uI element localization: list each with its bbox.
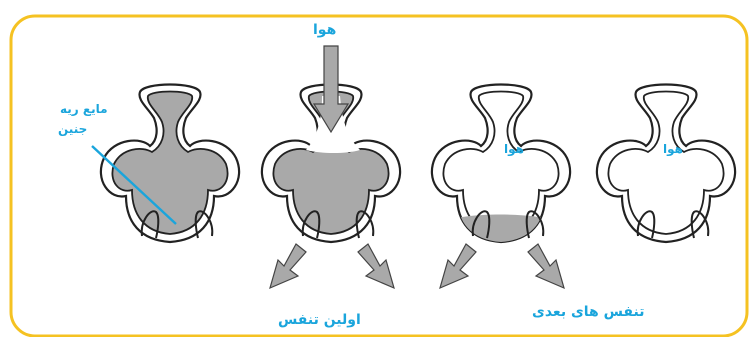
lung-full-air (597, 85, 735, 243)
first-breath-label: اولین تنفس (278, 312, 361, 328)
lung-partial-fluid (432, 85, 570, 261)
air-label-third: هوا (504, 142, 524, 156)
next-breaths-label: تنفس های بعدی (532, 304, 644, 320)
air-label-fourth: هوا (663, 142, 683, 156)
diagonal-down-arrow-icon (358, 244, 394, 288)
diagonal-down-arrow-icon (528, 244, 564, 288)
diagonal-down-arrow-icon (270, 244, 306, 288)
fetus-label: جنین (58, 122, 87, 136)
diagonal-down-arrow-icon (440, 244, 476, 288)
lung-fluid-label: مایع ریه (60, 102, 108, 116)
air-label-top: هوا (313, 22, 336, 38)
